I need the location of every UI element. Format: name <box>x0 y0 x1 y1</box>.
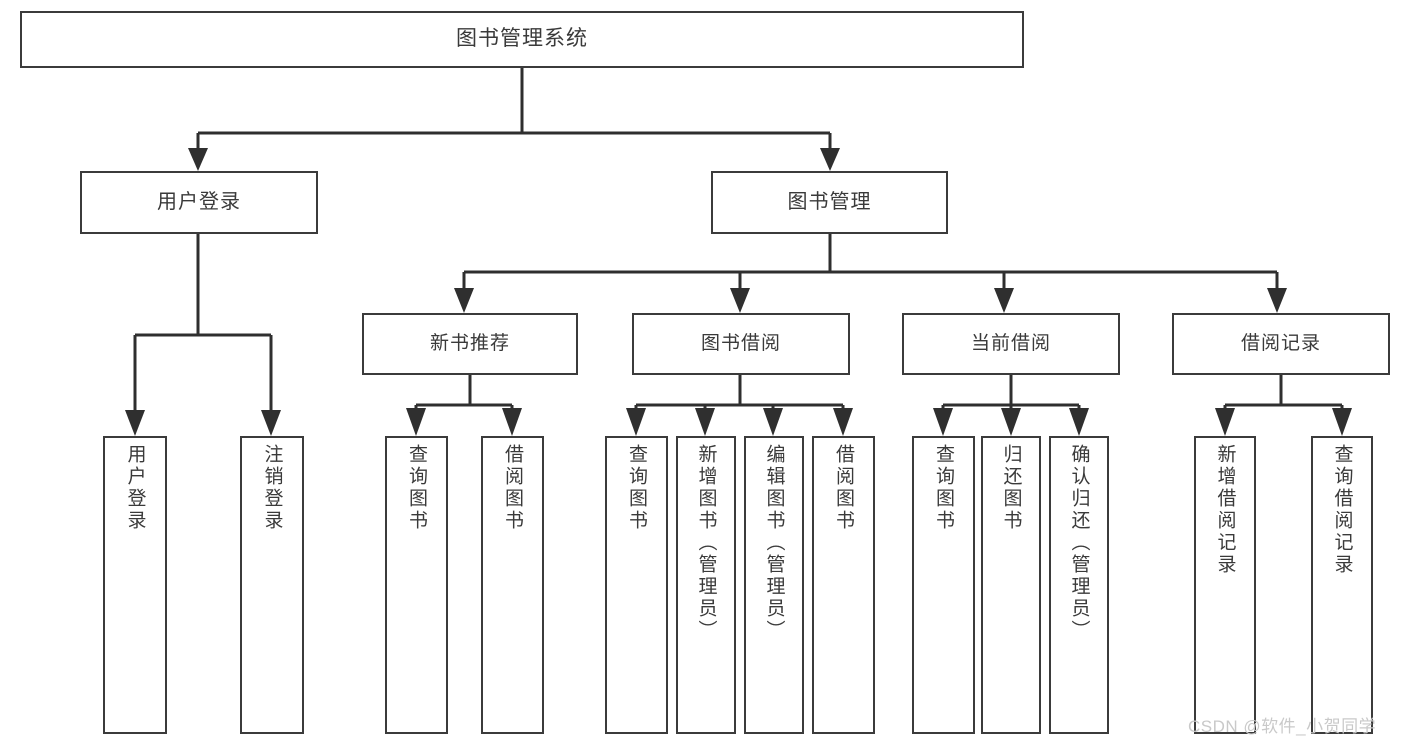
node-leaf-query-book-1[interactable]: 查询图书 <box>385 436 448 734</box>
node-leaf-query-record-label: 查询借阅记录 <box>1331 444 1353 576</box>
node-leaf-query-book-2[interactable]: 查询图书 <box>605 436 668 734</box>
arrow-leaf-query-book-2 <box>626 408 646 436</box>
node-leaf-user-login-label: 用户登录 <box>124 444 146 532</box>
node-leaf-add-book-label: 新增图书（管理员） <box>695 444 717 642</box>
node-root-label: 图书管理系统 <box>456 27 588 51</box>
node-leaf-borrow-book-1-label: 借阅图书 <box>502 444 523 532</box>
arrow-to-current-borrow <box>994 288 1014 313</box>
arrow-leaf-borrow-book-2 <box>833 408 853 436</box>
arrow-leaf-user-login <box>125 410 145 436</box>
node-leaf-add-record[interactable]: 新增借阅记录 <box>1194 436 1256 734</box>
node-leaf-confirm-return-label: 确认归还（管理员） <box>1068 444 1090 642</box>
arrow-leaf-add-book <box>695 408 715 436</box>
node-new-book-rec-label: 新书推荐 <box>429 333 510 355</box>
arrow-leaf-edit-book <box>763 408 783 436</box>
node-leaf-return-book-label: 归还图书 <box>1000 444 1022 532</box>
node-book-borrow[interactable]: 图书借阅 <box>632 313 850 375</box>
node-book-manage-label: 图书管理 <box>787 191 872 213</box>
arrow-leaf-query-book-3 <box>933 408 953 436</box>
arrow-leaf-borrow-book-1 <box>502 408 522 436</box>
node-leaf-confirm-return[interactable]: 确认归还（管理员） <box>1049 436 1109 734</box>
node-leaf-add-record-label: 新增借阅记录 <box>1214 444 1236 576</box>
arrow-to-new-book-rec <box>454 288 474 313</box>
arrow-to-borrow-record <box>1267 288 1287 313</box>
node-leaf-add-book[interactable]: 新增图书（管理员） <box>676 436 736 734</box>
node-leaf-query-book-3-label: 查询图书 <box>933 444 954 532</box>
node-leaf-query-book-2-label: 查询图书 <box>626 444 647 532</box>
node-leaf-query-book-3[interactable]: 查询图书 <box>912 436 975 734</box>
node-leaf-borrow-book-2-label: 借阅图书 <box>833 444 854 532</box>
arrow-leaf-return-book <box>1001 408 1021 436</box>
node-leaf-edit-book[interactable]: 编辑图书（管理员） <box>744 436 804 734</box>
node-leaf-query-record[interactable]: 查询借阅记录 <box>1311 436 1373 734</box>
node-borrow-record[interactable]: 借阅记录 <box>1172 313 1390 375</box>
node-leaf-user-logout[interactable]: 注销登录 <box>240 436 304 734</box>
node-new-book-rec[interactable]: 新书推荐 <box>362 313 578 375</box>
node-leaf-user-logout-label: 注销登录 <box>261 444 283 532</box>
node-leaf-borrow-book-1[interactable]: 借阅图书 <box>481 436 544 734</box>
node-leaf-borrow-book-2[interactable]: 借阅图书 <box>812 436 875 734</box>
arrow-leaf-query-record <box>1332 408 1352 436</box>
arrow-root-to-user-login <box>188 148 208 171</box>
csdn-watermark: CSDN @软件_小贺同学 <box>1188 717 1377 736</box>
node-leaf-return-book[interactable]: 归还图书 <box>981 436 1041 734</box>
node-leaf-query-book-1-label: 查询图书 <box>406 444 427 532</box>
arrow-leaf-query-book-1 <box>406 408 426 436</box>
node-book-borrow-label: 图书借阅 <box>700 333 781 355</box>
arrow-leaf-add-record <box>1215 408 1235 436</box>
node-current-borrow[interactable]: 当前借阅 <box>902 313 1120 375</box>
node-current-borrow-label: 当前借阅 <box>970 333 1051 355</box>
arrow-root-to-book-manage <box>820 148 840 171</box>
node-borrow-record-label: 借阅记录 <box>1240 333 1321 355</box>
node-leaf-edit-book-label: 编辑图书（管理员） <box>763 444 785 642</box>
node-book-manage[interactable]: 图书管理 <box>711 171 948 234</box>
arrow-to-book-borrow <box>730 288 750 313</box>
node-root[interactable]: 图书管理系统 <box>20 11 1024 68</box>
node-user-login-label: 用户登录 <box>157 191 241 213</box>
arrow-leaf-confirm-return <box>1069 408 1089 436</box>
arrow-leaf-user-logout <box>261 410 281 436</box>
node-user-login[interactable]: 用户登录 <box>80 171 318 234</box>
node-leaf-user-login[interactable]: 用户登录 <box>103 436 167 734</box>
